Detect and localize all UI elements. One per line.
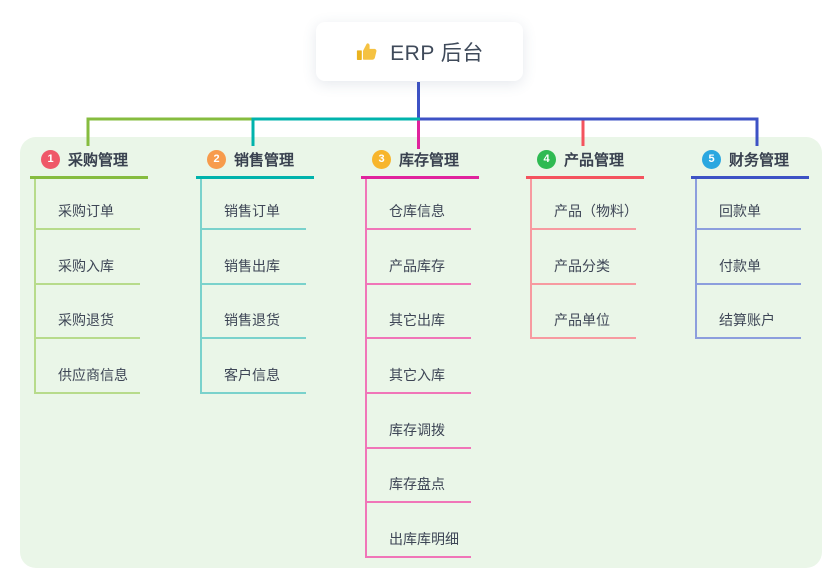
- branch-inventory-title-row[interactable]: 3 库存管理: [361, 146, 479, 179]
- branch-children: 回款单 付款单 结算账户: [695, 179, 801, 340]
- node-item[interactable]: 采购入库: [36, 230, 140, 285]
- node-item[interactable]: 供应商信息: [36, 339, 140, 395]
- node-item[interactable]: 付款单: [697, 230, 801, 285]
- branch-procurement: 1 采购管理 采购订单 采购入库 采购退货 供应商信息: [30, 146, 148, 395]
- node-item[interactable]: 采购退货: [36, 285, 140, 340]
- node-label: 结算账户: [719, 312, 775, 329]
- node-label: 销售出库: [224, 257, 280, 274]
- node-item[interactable]: 回款单: [697, 179, 801, 230]
- node-item[interactable]: 出库库明细: [367, 503, 471, 559]
- node-item[interactable]: 库存盘点: [367, 449, 471, 504]
- branch-number-badge: 3: [372, 150, 391, 169]
- branch-procurement-title-row[interactable]: 1 采购管理: [30, 146, 148, 179]
- branch-title: 财务管理: [729, 152, 790, 169]
- branch-sales-title-row[interactable]: 2 销售管理: [196, 146, 314, 179]
- node-label: 回款单: [719, 203, 761, 219]
- branch-product: 4 产品管理 产品（物料） 产品分类 产品单位: [526, 146, 644, 340]
- node-label: 产品（物料）: [554, 203, 638, 219]
- branch-number-badge: 2: [207, 150, 226, 169]
- node-item[interactable]: 产品（物料）: [532, 179, 638, 230]
- branch-finance: 5 财务管理 回款单 付款单 结算账户: [691, 146, 809, 340]
- thumbs-up-icon: [355, 40, 379, 64]
- branch-children: 仓库信息 产品库存 其它出库 其它入库 库存调拨 库存盘点 出库库明细: [365, 179, 471, 559]
- branch-number-badge: 5: [702, 150, 721, 169]
- branch-children: 产品（物料） 产品分类 产品单位: [530, 179, 638, 340]
- node-label: 销售订单: [224, 203, 280, 219]
- node-label: 库存调拨: [389, 421, 445, 438]
- branch-children: 采购订单 采购入库 采购退货 供应商信息: [34, 179, 140, 395]
- node-item[interactable]: 结算账户: [697, 285, 801, 340]
- node-label: 出库库明细: [389, 531, 459, 548]
- node-label: 产品库存: [389, 257, 445, 274]
- branch-inventory: 3 库存管理 仓库信息 产品库存 其它出库 其它入库 库存调拨 库存盘点 出库库…: [361, 146, 479, 559]
- node-label: 其它出库: [389, 312, 445, 329]
- node-label: 付款单: [719, 257, 761, 274]
- branch-number-badge: 4: [537, 150, 556, 169]
- node-label: 采购订单: [58, 203, 114, 219]
- branches-panel: [20, 137, 822, 568]
- node-item[interactable]: 客户信息: [202, 339, 306, 395]
- node-label: 其它入库: [389, 367, 445, 384]
- node-label: 销售退货: [224, 312, 280, 329]
- node-label: 客户信息: [224, 367, 280, 384]
- branch-children: 销售订单 销售出库 销售退货 客户信息: [200, 179, 306, 395]
- branch-title: 采购管理: [68, 152, 129, 169]
- node-item[interactable]: 销售退货: [202, 285, 306, 340]
- node-label: 供应商信息: [58, 367, 128, 384]
- node-label: 产品分类: [554, 257, 610, 274]
- node-item[interactable]: 产品分类: [532, 230, 636, 285]
- node-label: 采购入库: [58, 257, 114, 274]
- branch-title: 销售管理: [234, 152, 295, 169]
- branch-finance-title-row[interactable]: 5 财务管理: [691, 146, 809, 179]
- branch-title: 产品管理: [564, 152, 625, 169]
- node-item[interactable]: 销售出库: [202, 230, 306, 285]
- node-item[interactable]: 库存调拨: [367, 394, 471, 449]
- node-item[interactable]: 采购订单: [36, 179, 140, 230]
- node-label: 仓库信息: [389, 203, 445, 219]
- node-item[interactable]: 仓库信息: [367, 179, 471, 230]
- root-node[interactable]: ERP 后台: [316, 22, 523, 81]
- node-item[interactable]: 销售订单: [202, 179, 306, 230]
- branch-product-title-row[interactable]: 4 产品管理: [526, 146, 644, 179]
- branch-sales: 2 销售管理 销售订单 销售出库 销售退货 客户信息: [196, 146, 314, 395]
- node-item[interactable]: 产品库存: [367, 230, 471, 285]
- node-item[interactable]: 其它出库: [367, 285, 471, 340]
- node-label: 库存盘点: [389, 476, 445, 493]
- node-item[interactable]: 产品单位: [532, 285, 636, 340]
- node-label: 采购退货: [58, 312, 114, 329]
- branch-number-badge: 1: [41, 150, 60, 169]
- root-label: ERP 后台: [390, 41, 484, 65]
- branch-title: 库存管理: [399, 152, 460, 169]
- node-label: 产品单位: [554, 312, 610, 329]
- node-item[interactable]: 其它入库: [367, 339, 471, 395]
